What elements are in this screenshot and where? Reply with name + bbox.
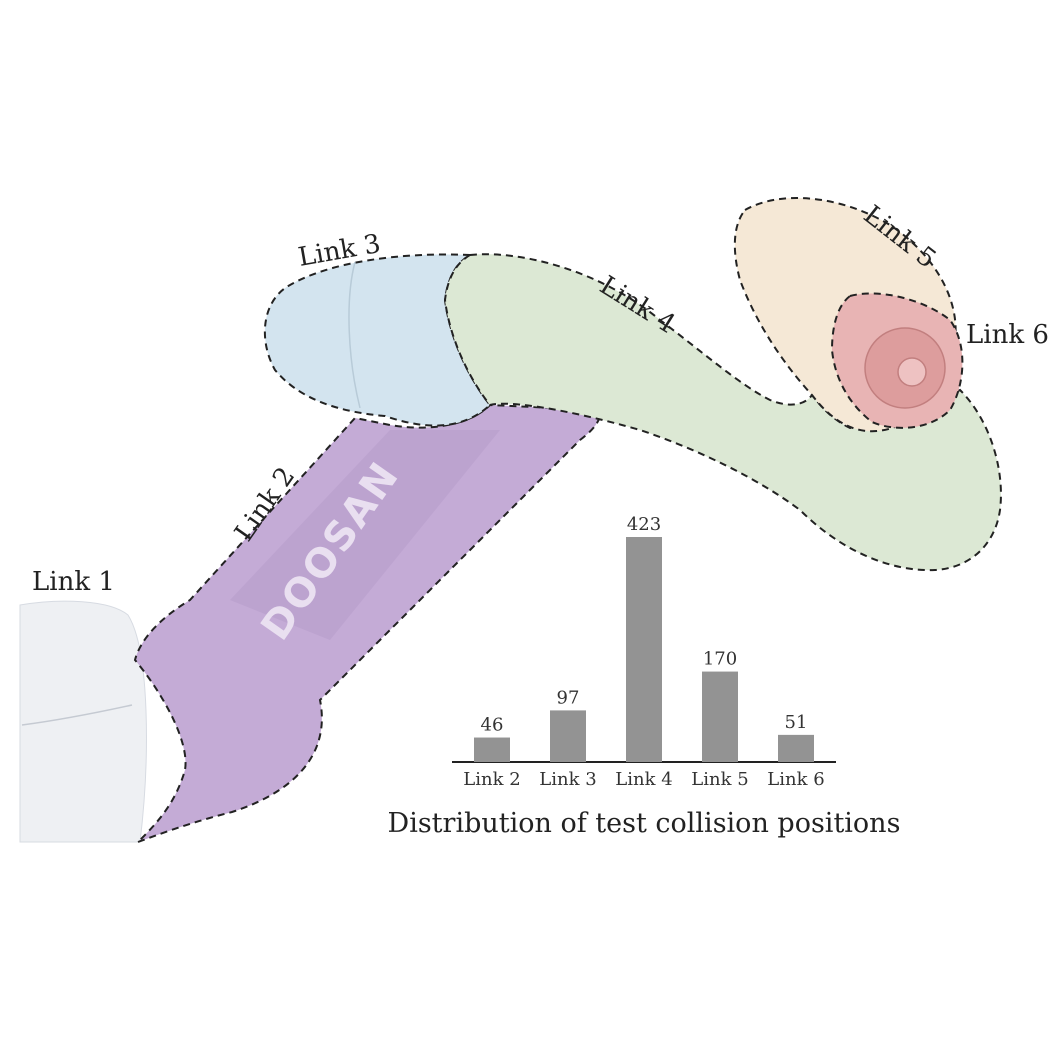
x-tick-label: Link 2: [463, 769, 520, 790]
x-tick-label: Link 6: [767, 769, 824, 790]
bar-link-6: [778, 734, 814, 762]
bar-link-3: [550, 710, 586, 762]
bar-value-label: 97: [557, 687, 580, 708]
bar-link-4: [626, 537, 662, 762]
link2-region: DOOSAN Link 2: [133, 403, 601, 843]
link2-shading: [230, 430, 500, 640]
bar-value-label: 170: [703, 649, 737, 670]
link3-seam: [348, 261, 361, 409]
bar-link-2: [474, 737, 510, 762]
x-tick-label: Link 3: [539, 769, 596, 790]
bar-value-label: 51: [785, 712, 808, 733]
bar-value-label: 46: [481, 715, 504, 736]
link6-label: Link 6: [966, 320, 1049, 350]
link1-label: Link 1: [32, 567, 115, 597]
chart-caption: Distribution of test collision positions: [388, 808, 901, 839]
link1-seam: [21, 704, 133, 726]
link6-flange-center: [897, 357, 927, 387]
x-tick-label: Link 4: [615, 769, 672, 790]
link6-region: Link 6: [830, 292, 1049, 429]
link1-region: Link 1: [19, 567, 147, 843]
collision-distribution-chart: Distribution of test collision positions…: [388, 514, 901, 839]
bar-value-label: 423: [627, 514, 661, 535]
link4-outline: [443, 253, 1002, 572]
link2-outline: [133, 403, 601, 843]
link1-body: [19, 600, 147, 843]
x-tick-label: Link 5: [691, 769, 748, 790]
bar-link-5: [702, 671, 738, 762]
